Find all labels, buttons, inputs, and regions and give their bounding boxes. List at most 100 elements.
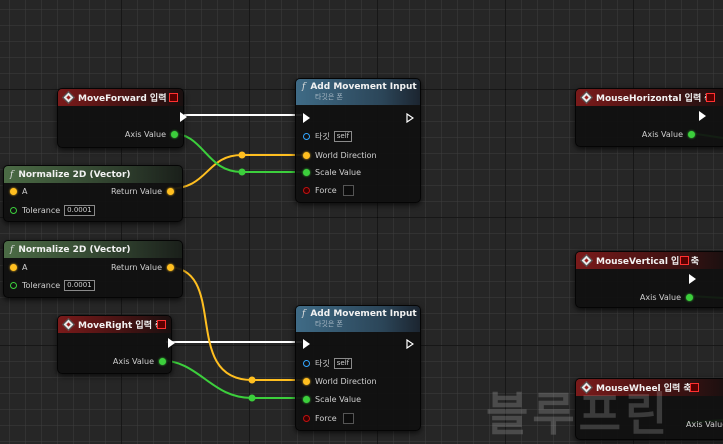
vector-wire-2 bbox=[166, 266, 305, 381]
force-pin[interactable]: Force bbox=[303, 411, 354, 425]
node-title: MouseVertical 입력 축 bbox=[596, 257, 700, 267]
tolerance-input[interactable]: 0.0001 bbox=[64, 279, 95, 291]
event-node-moveforward[interactable]: MoveForward 입력 축 Axis Value bbox=[57, 88, 187, 148]
exec-arrow-icon bbox=[180, 112, 187, 122]
node-header[interactable]: f Normalize 2D (Vector) bbox=[4, 241, 182, 258]
float-pin-icon bbox=[10, 281, 17, 289]
float-pin-icon bbox=[171, 130, 178, 138]
tolerance-input[interactable]: 0.0001 bbox=[64, 204, 95, 216]
event-node-mousevertical[interactable]: MouseVertical 입력 축 Axis Value bbox=[575, 251, 723, 308]
input-pin-a[interactable]: A bbox=[10, 184, 27, 198]
target-pin[interactable]: 타깃 self bbox=[303, 129, 353, 143]
event-node-mousehorizontal[interactable]: MouseHorizontal 입력 축 Axis Value bbox=[575, 88, 723, 147]
axis-value-pin[interactable]: Axis Value bbox=[113, 354, 166, 368]
force-pin[interactable]: Force bbox=[303, 183, 354, 197]
pin-label: 타깃 bbox=[315, 358, 330, 368]
input-pin-tolerance[interactable]: Tolerance 0.0001 bbox=[10, 203, 95, 217]
exec-out-pin[interactable] bbox=[180, 110, 187, 124]
function-node-add-movement-input[interactable]: f Add Movement Input 타깃은 폰 타깃 self World… bbox=[295, 78, 421, 203]
object-pin-icon bbox=[303, 359, 310, 367]
node-header[interactable]: MoveRight 입력 축 bbox=[58, 316, 171, 333]
pin-label: Axis Value bbox=[112, 356, 154, 366]
float-pin-icon bbox=[303, 395, 310, 403]
node-header[interactable]: MouseVertical 입력 축 bbox=[576, 252, 723, 269]
node-title: MouseWheel 입력 축 bbox=[596, 384, 692, 394]
vector-pin-icon bbox=[303, 151, 310, 159]
axis-value-pin[interactable]: Axis Value bbox=[125, 127, 178, 141]
bool-pin-icon bbox=[303, 186, 310, 194]
exec-in-pin[interactable] bbox=[303, 337, 310, 351]
vector-pin-icon bbox=[10, 263, 17, 271]
delegate-pin-icon[interactable] bbox=[169, 93, 178, 102]
target-value: self bbox=[333, 357, 353, 369]
node-header[interactable]: f Add Movement Input 타깃은 폰 bbox=[296, 306, 420, 332]
axis-value-pin[interactable]: Axis Value bbox=[686, 417, 723, 431]
return-value-pin[interactable]: Return Value bbox=[111, 260, 174, 274]
input-pin-a[interactable]: A bbox=[10, 260, 27, 274]
pin-label: Return Value bbox=[110, 262, 162, 272]
function-node-normalize-2d[interactable]: f Normalize 2D (Vector) A Return Value T… bbox=[3, 165, 183, 222]
delegate-pin-icon[interactable] bbox=[706, 93, 715, 102]
float-pin-icon bbox=[686, 293, 693, 301]
function-node-add-movement-input[interactable]: f Add Movement Input 타깃은 폰 타깃 self World… bbox=[295, 305, 421, 431]
node-title: Add Movement Input bbox=[310, 309, 417, 319]
node-title: Normalize 2D (Vector) bbox=[18, 244, 131, 255]
node-header[interactable]: MouseHorizontal 입력 축 bbox=[576, 89, 723, 106]
node-header[interactable]: f Normalize 2D (Vector) bbox=[4, 166, 182, 183]
pin-label: 타깃 bbox=[315, 131, 330, 141]
exec-out-pin[interactable] bbox=[699, 109, 706, 123]
pin-label: Scale Value bbox=[315, 167, 362, 177]
reroute-knot bbox=[248, 376, 256, 384]
exec-arrow-icon bbox=[168, 338, 175, 348]
function-icon: f bbox=[302, 82, 306, 92]
world-direction-pin[interactable]: World Direction bbox=[303, 148, 377, 162]
world-direction-pin[interactable]: World Direction bbox=[303, 374, 377, 388]
float-pin-icon bbox=[10, 206, 17, 214]
delegate-pin-icon[interactable] bbox=[690, 383, 699, 392]
pin-label: Axis Value bbox=[124, 129, 166, 139]
vector-pin-icon bbox=[167, 263, 174, 271]
function-node-normalize-2d[interactable]: f Normalize 2D (Vector) A Return Value T… bbox=[3, 240, 183, 298]
exec-arrow-icon bbox=[699, 111, 706, 121]
scale-value-pin[interactable]: Scale Value bbox=[303, 165, 361, 179]
axis-value-pin[interactable]: Axis Value bbox=[640, 290, 693, 304]
return-value-pin[interactable]: Return Value bbox=[111, 184, 174, 198]
node-subtitle: 타깃은 폰 bbox=[315, 320, 343, 328]
delegate-pin-icon[interactable] bbox=[157, 320, 166, 329]
input-pin-tolerance[interactable]: Tolerance 0.0001 bbox=[10, 278, 95, 292]
exec-out-pin[interactable] bbox=[689, 272, 696, 286]
node-title: Normalize 2D (Vector) bbox=[18, 169, 131, 180]
pin-label: Force bbox=[315, 185, 337, 195]
node-header[interactable]: MoveForward 입력 축 bbox=[58, 89, 183, 106]
vector-pin-icon bbox=[10, 187, 17, 195]
node-title: Add Movement Input bbox=[310, 82, 417, 92]
scale-value-pin[interactable]: Scale Value bbox=[303, 392, 361, 406]
vector-pin-icon bbox=[167, 187, 174, 195]
force-checkbox[interactable] bbox=[342, 412, 354, 424]
exec-out-pin[interactable] bbox=[406, 337, 414, 351]
delegate-pin-icon[interactable] bbox=[680, 256, 689, 265]
function-icon: f bbox=[10, 169, 14, 180]
reroute-knot bbox=[238, 168, 246, 176]
exec-out-pin[interactable] bbox=[168, 336, 175, 350]
event-node-moveright[interactable]: MoveRight 입력 축 Axis Value bbox=[57, 315, 175, 374]
event-icon bbox=[62, 91, 75, 104]
node-title: MouseHorizontal 입력 축 bbox=[596, 94, 713, 104]
watermark-text: 블루프린 bbox=[486, 387, 672, 441]
node-header[interactable]: MouseWheel 입력 축 bbox=[576, 379, 723, 396]
exec-out-pin[interactable] bbox=[406, 111, 414, 125]
event-node-mousewheel[interactable]: MouseWheel 입력 축 Axis Value bbox=[575, 378, 723, 440]
node-header[interactable]: f Add Movement Input 타깃은 폰 bbox=[296, 79, 420, 105]
force-checkbox[interactable] bbox=[342, 184, 354, 196]
pin-label: Scale Value bbox=[315, 394, 362, 404]
exec-in-pin[interactable] bbox=[303, 111, 310, 125]
pin-label: Axis Value bbox=[641, 129, 683, 139]
target-pin[interactable]: 타깃 self bbox=[303, 356, 353, 370]
exec-arrow-icon bbox=[303, 339, 310, 349]
node-subtitle: 타깃은 폰 bbox=[315, 93, 343, 101]
pin-label: Tolerance bbox=[22, 205, 61, 215]
function-icon: f bbox=[302, 309, 306, 319]
pin-label: A bbox=[22, 262, 28, 272]
axis-value-pin[interactable]: Axis Value bbox=[642, 127, 695, 141]
exec-arrow-outline-icon bbox=[406, 339, 414, 349]
